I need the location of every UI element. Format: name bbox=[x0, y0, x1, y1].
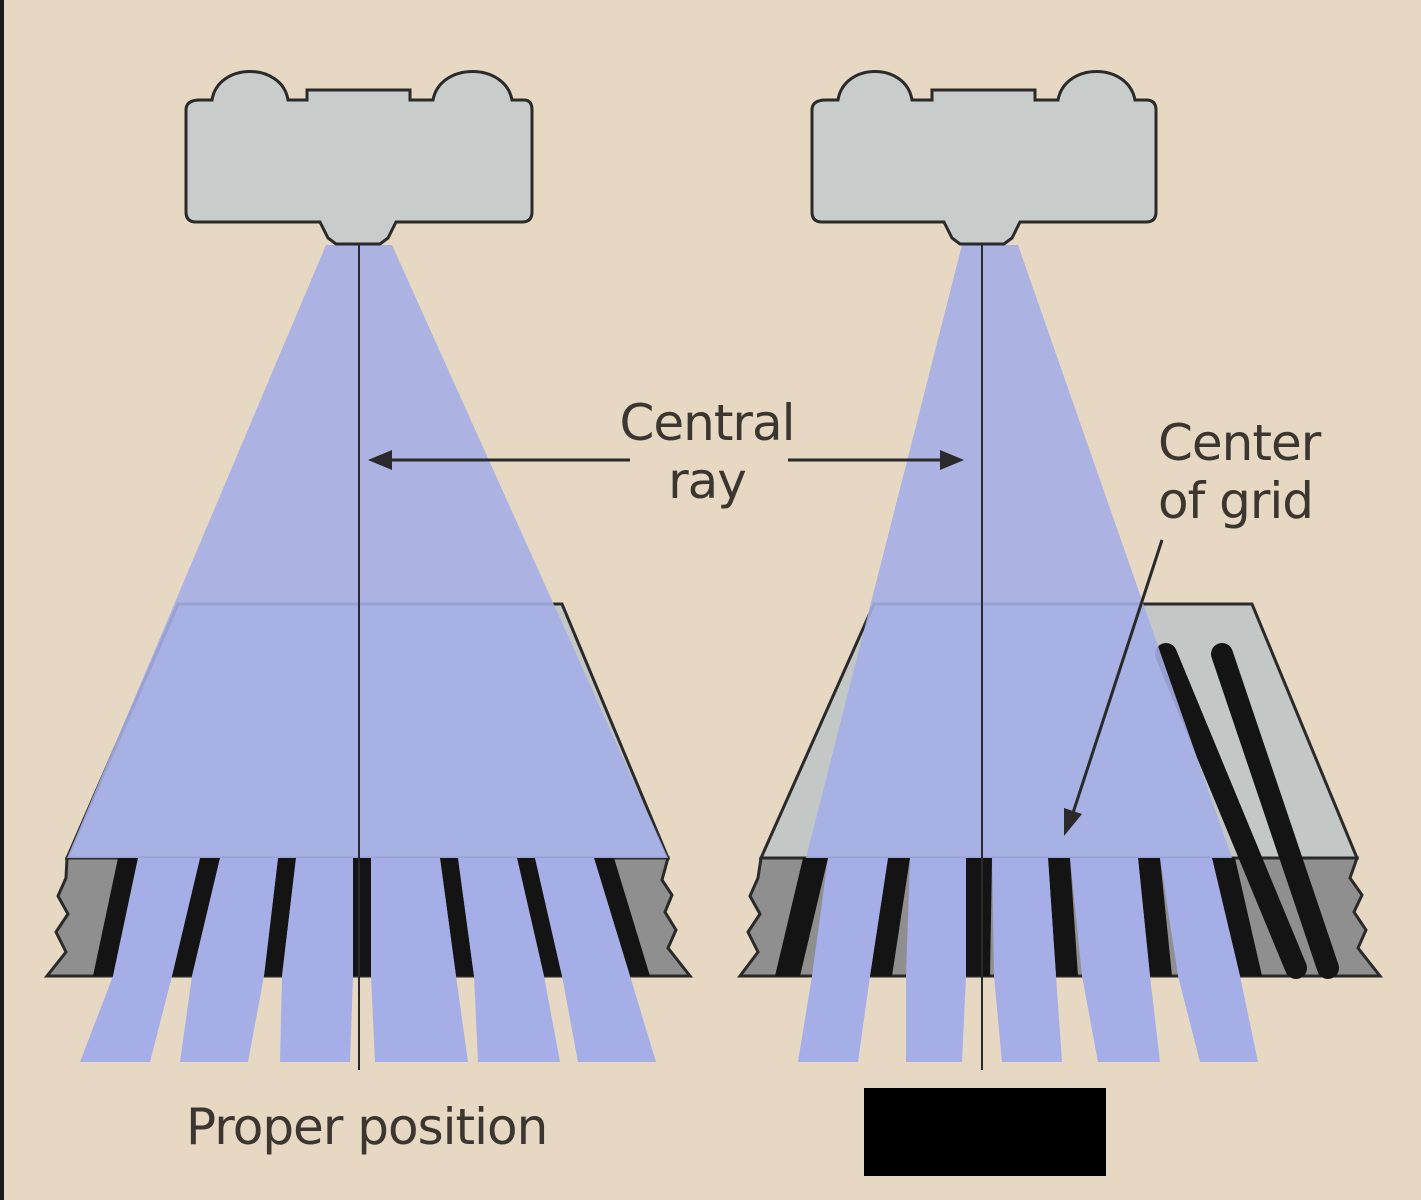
center-of-grid-label: Center of grid bbox=[1158, 414, 1321, 530]
lead-strip bbox=[1048, 858, 1078, 976]
arrowhead-left bbox=[368, 450, 392, 470]
beam-strip bbox=[992, 858, 1062, 1062]
beam-strip bbox=[180, 858, 278, 1062]
beam-strip bbox=[1160, 858, 1258, 1062]
beam-strip bbox=[535, 858, 656, 1062]
center-of-grid-arrow bbox=[1070, 539, 1164, 817]
beam-strip bbox=[906, 858, 966, 1062]
right-xray-tube-icon bbox=[810, 70, 1158, 246]
beam-strip bbox=[80, 858, 200, 1062]
arrowhead-right bbox=[940, 450, 964, 470]
left-xray-beam bbox=[67, 245, 668, 858]
right-lead-strips bbox=[775, 858, 1262, 976]
beam-strip bbox=[798, 858, 888, 1062]
proper-position-label: Proper position bbox=[186, 1098, 548, 1156]
lead-strip bbox=[594, 858, 650, 976]
lead-strip bbox=[870, 858, 910, 976]
lead-strip bbox=[93, 858, 138, 976]
right-transmitted-beams bbox=[798, 858, 1258, 1062]
left-border bbox=[0, 0, 4, 1200]
lead-strip bbox=[1138, 858, 1172, 976]
lead-strip bbox=[1212, 858, 1262, 976]
beam-strip bbox=[1070, 858, 1160, 1062]
arrowhead-grid bbox=[1064, 808, 1082, 836]
lead-strip bbox=[966, 858, 992, 976]
lead-strip bbox=[353, 858, 371, 976]
lead-strip bbox=[517, 858, 562, 976]
right-xray-beam bbox=[806, 245, 1232, 858]
right-panel bbox=[737, 70, 1384, 1070]
central-ray-label: Central ray bbox=[619, 394, 795, 510]
left-transmitted-beams bbox=[80, 858, 656, 1062]
beam-strip bbox=[371, 858, 468, 1062]
lead-strip bbox=[775, 858, 828, 976]
left-xray-tube-icon bbox=[184, 70, 534, 246]
lead-strip bbox=[1155, 643, 1307, 979]
annotation-arrows bbox=[368, 450, 1164, 836]
beam-strip bbox=[458, 858, 560, 1062]
left-panel bbox=[43, 70, 694, 1070]
lead-strip bbox=[264, 858, 296, 976]
lead-strip bbox=[172, 858, 220, 976]
lead-strip bbox=[440, 858, 474, 976]
beam-strip bbox=[280, 858, 353, 1062]
lead-strip bbox=[1211, 643, 1339, 979]
left-lead-strips bbox=[93, 858, 650, 976]
right-oblique-strips bbox=[1155, 643, 1339, 979]
redacted-label-box bbox=[864, 1088, 1106, 1176]
